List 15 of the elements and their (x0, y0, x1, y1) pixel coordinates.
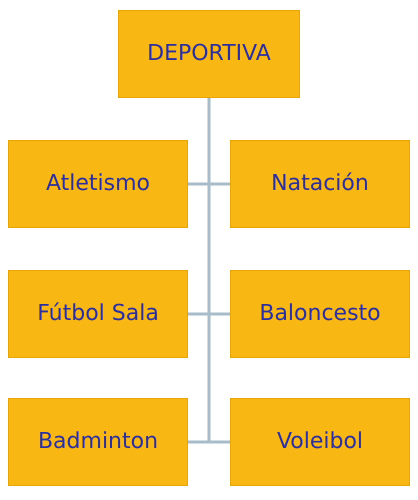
box-label: Badminton (38, 428, 158, 456)
category-box (230, 140, 410, 228)
category-box (118, 10, 300, 98)
box-label: Fútbol Sala (37, 300, 159, 328)
category-box (8, 398, 188, 486)
box-label: Natación (271, 170, 369, 198)
category-box (8, 140, 188, 228)
box-label: Voleibol (276, 428, 364, 456)
box-label: Baloncesto (259, 300, 381, 328)
box-label: Atletismo (46, 170, 150, 198)
box-label: DEPORTIVA (147, 40, 271, 68)
connector-line (208, 98, 230, 444)
category-box (8, 270, 188, 358)
category-box (230, 398, 410, 486)
category-box (230, 270, 410, 358)
